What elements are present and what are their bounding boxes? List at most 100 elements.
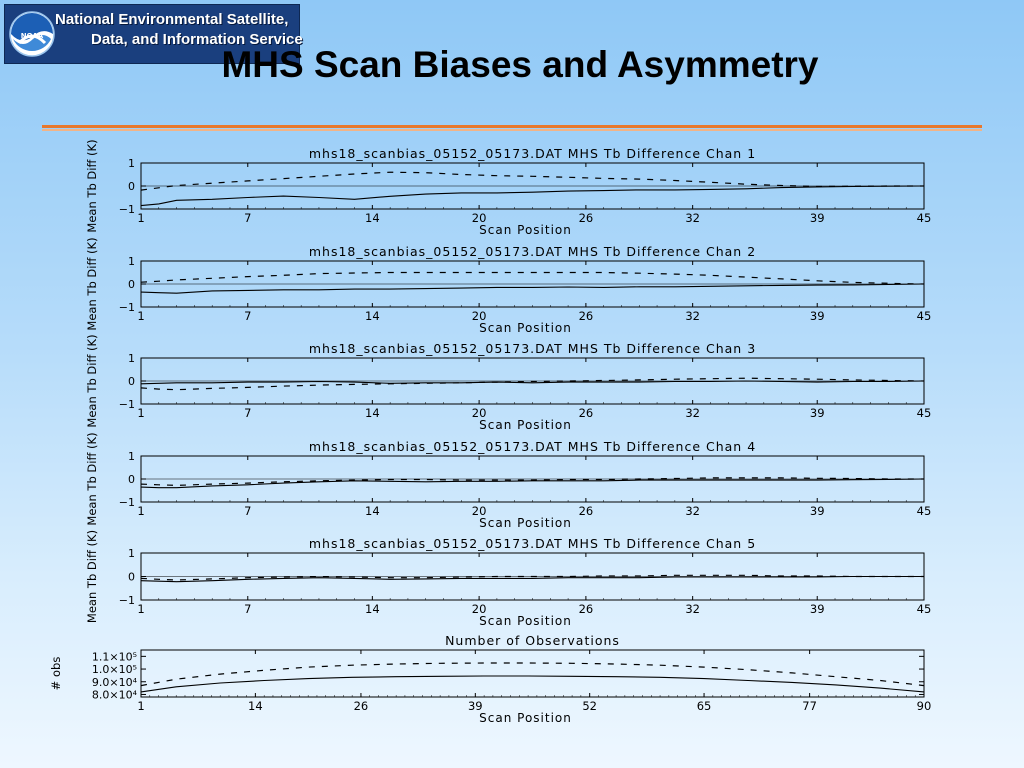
chart-panel-1: mhs18_scanbias_05152_05173.DAT MHS Tb Di… (85, 139, 931, 237)
x-tick-label: 32 (685, 504, 700, 518)
x-tick-label: 26 (579, 504, 594, 518)
x-tick-label: 20 (472, 211, 487, 225)
x-tick-label: 14 (365, 504, 380, 518)
title-divider-shadow (42, 129, 982, 131)
x-tick-label: 7 (244, 309, 251, 323)
chart-panel-4: mhs18_scanbias_05152_05173.DAT MHS Tb Di… (85, 432, 931, 530)
y-tick-label: 0 (128, 278, 135, 291)
title-divider (42, 125, 982, 128)
series-line-solid (140, 478, 925, 489)
y-axis-label: Mean Tb Diff (K) (85, 432, 99, 525)
y-tick-label: 1 (128, 157, 135, 170)
logo-agency-line-2: Data, and Information Service (91, 31, 303, 48)
x-tick-label: 52 (582, 699, 597, 713)
chart-title: mhs18_scanbias_05152_05173.DAT MHS Tb Di… (309, 146, 756, 161)
y-tick-label: 1.0×10⁵ (92, 663, 137, 676)
series-line-dashed (140, 662, 925, 687)
y-tick-label: −1 (119, 594, 135, 607)
x-tick-label: 20 (472, 309, 487, 323)
page-title: MHS Scan Biases and Asymmetry (221, 44, 819, 85)
y-tick-label: 0 (128, 473, 135, 486)
series-line-solid (140, 283, 925, 294)
x-tick-label: 45 (917, 309, 932, 323)
x-tick-label: 14 (365, 602, 380, 616)
x-tick-label: 1 (137, 699, 144, 713)
chart-panel-5: mhs18_scanbias_05152_05173.DAT MHS Tb Di… (85, 530, 931, 628)
x-tick-label: 45 (917, 211, 932, 225)
y-tick-label: −1 (119, 203, 135, 216)
x-tick-label: 26 (579, 309, 594, 323)
x-tick-label: 32 (685, 602, 700, 616)
x-tick-label: 26 (579, 211, 594, 225)
x-axis-label: Scan Position (479, 516, 572, 530)
x-tick-label: 1 (137, 211, 144, 225)
x-tick-label: 1 (137, 309, 144, 323)
logo-agency-line-1: National Environmental Satellite, (55, 11, 289, 28)
x-tick-label: 90 (917, 699, 932, 713)
series-line-solid (140, 380, 925, 385)
x-tick-label: 39 (810, 504, 825, 518)
x-tick-label: 39 (810, 309, 825, 323)
y-tick-label: −1 (119, 301, 135, 314)
chart-title: mhs18_scanbias_05152_05173.DAT MHS Tb Di… (309, 536, 756, 551)
x-tick-label: 39 (810, 406, 825, 420)
plot-frame (140, 649, 925, 698)
x-tick-label: 26 (354, 699, 369, 713)
y-tick-label: 0 (128, 375, 135, 388)
x-tick-label: 39 (468, 699, 483, 713)
x-tick-label: 45 (917, 504, 932, 518)
series-line-dashed (140, 377, 925, 391)
series-line-solid (140, 185, 925, 207)
noaa-nesdis-logo-banner: NOAA National Environmental Satellite, D… (4, 4, 303, 64)
chart-title: Number of Observations (445, 633, 620, 648)
y-tick-label: 8.0×10⁴ (92, 688, 138, 701)
x-axis-label: Scan Position (479, 614, 572, 628)
series-line-dashed (140, 271, 925, 285)
x-tick-label: 20 (472, 602, 487, 616)
x-tick-label: 39 (810, 602, 825, 616)
x-tick-label: 7 (244, 602, 251, 616)
y-tick-label: 0 (128, 180, 135, 193)
series-line-solid (140, 675, 925, 693)
chart-title: mhs18_scanbias_05152_05173.DAT MHS Tb Di… (309, 439, 756, 454)
chart-title: mhs18_scanbias_05152_05173.DAT MHS Tb Di… (309, 244, 756, 259)
x-tick-label: 20 (472, 504, 487, 518)
x-tick-label: 32 (685, 211, 700, 225)
noaa-emblem-text: NOAA (21, 32, 44, 40)
x-tick-label: 14 (365, 211, 380, 225)
x-tick-label: 65 (697, 699, 712, 713)
x-tick-label: 77 (802, 699, 817, 713)
x-tick-label: 14 (365, 406, 380, 420)
y-axis-label: Mean Tb Diff (K) (85, 139, 99, 232)
y-axis-label: Mean Tb Diff (K) (85, 530, 99, 623)
x-tick-label: 26 (579, 406, 594, 420)
x-tick-label: 20 (472, 406, 487, 420)
y-tick-label: 1.1×10⁵ (92, 650, 137, 663)
x-tick-label: 45 (917, 602, 932, 616)
x-tick-label: 26 (579, 602, 594, 616)
y-tick-label: 1 (128, 255, 135, 268)
y-tick-label: −1 (119, 398, 135, 411)
x-tick-label: 32 (685, 406, 700, 420)
x-tick-label: 32 (685, 309, 700, 323)
series-line-solid (140, 575, 924, 583)
x-tick-label: 14 (365, 309, 380, 323)
x-tick-label: 7 (244, 504, 251, 518)
y-tick-label: 1 (128, 547, 135, 560)
y-tick-label: 1 (128, 450, 135, 463)
x-tick-label: 1 (137, 406, 144, 420)
chart-panel-3: mhs18_scanbias_05152_05173.DAT MHS Tb Di… (85, 334, 931, 432)
y-axis-label: Mean Tb Diff (K) (85, 334, 99, 427)
x-axis-label: Scan Position (479, 321, 572, 335)
x-tick-label: 7 (244, 406, 251, 420)
x-axis-label: Scan Position (479, 418, 572, 432)
y-tick-label: 1 (128, 352, 135, 365)
x-tick-label: 45 (917, 406, 932, 420)
x-axis-label: Scan Position (479, 223, 572, 237)
x-tick-label: 1 (137, 602, 144, 616)
noaa-emblem-icon: NOAA (9, 11, 55, 57)
y-tick-label: −1 (119, 496, 135, 509)
y-axis-label: # obs (49, 657, 63, 691)
